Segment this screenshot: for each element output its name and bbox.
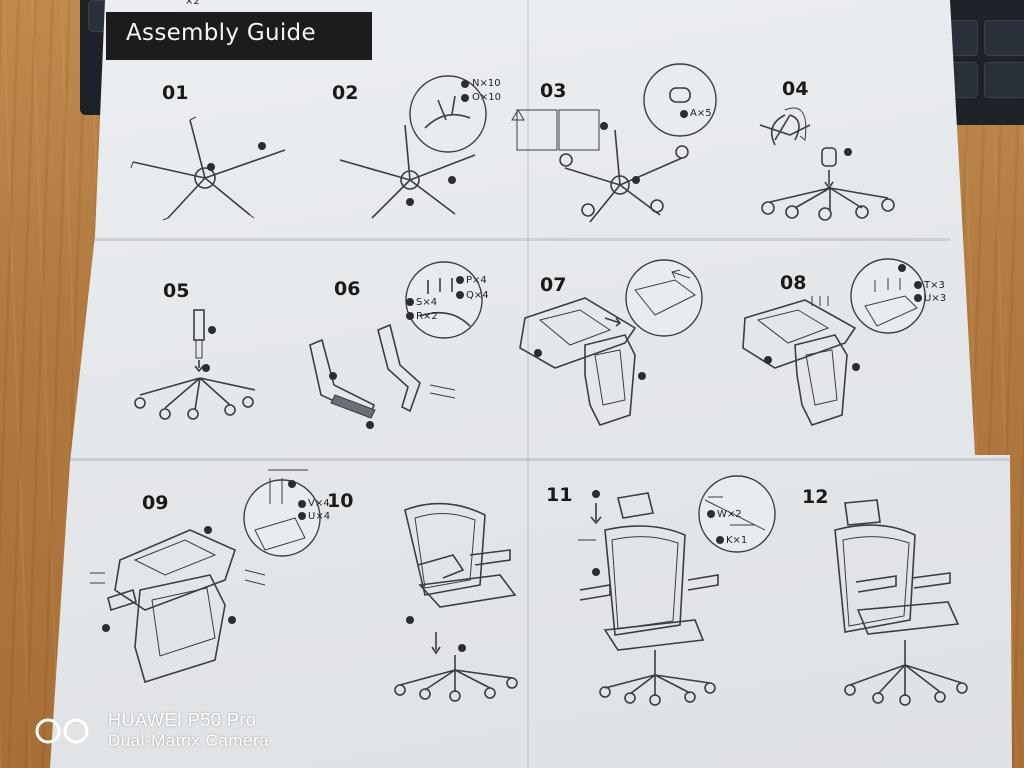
step-number-01: 01: [162, 82, 189, 104]
step-number-04: 04: [782, 78, 809, 100]
callout-step08-u: U×3: [924, 293, 947, 304]
step-number-12: 12: [802, 486, 829, 508]
watermark-camera: Dual-Matrix Camera: [108, 731, 270, 750]
callout-step06-q: Q×4: [466, 290, 489, 301]
finished-chair-step12-icon: [834, 499, 968, 706]
chair-on-base-step10-icon: [394, 502, 518, 702]
callout-step06-p: P×4: [466, 275, 487, 286]
step-number-06: 06: [334, 278, 361, 300]
callout-step03-a: A×5: [690, 108, 712, 119]
headrest-step11-icon: [578, 475, 776, 706]
base-flipped-step04-icon: [759, 107, 895, 221]
seat-armrest-step09-icon: [90, 469, 321, 684]
base-casters-step03-icon: [511, 63, 717, 223]
seat-back-screws-step08-icon: [742, 258, 926, 426]
horizontal-fold-lower: [60, 458, 1012, 461]
step-number-08: 08: [780, 272, 807, 294]
callout-step11-k: K×1: [726, 535, 748, 546]
camera-rings-icon: [35, 718, 89, 744]
guide-title: Assembly Guide: [126, 20, 316, 46]
callout-step02-o: O×10: [472, 92, 501, 103]
step-number-02: 02: [332, 82, 359, 104]
callout-step02-n: N×10: [472, 78, 501, 89]
callout-step06-r: R×2: [416, 311, 438, 322]
title-bar: [106, 12, 372, 60]
callout-step11-w: W×2: [717, 509, 742, 520]
callout-step08-t: T×3: [924, 280, 945, 291]
base-star-step02-icon: [339, 75, 487, 219]
top-edge-quantity: ×2: [185, 0, 200, 7]
callout-step06-s: S×4: [416, 297, 438, 308]
step-number-05: 05: [163, 280, 190, 302]
step-number-09: 09: [142, 492, 169, 514]
callout-step09-v: V×4: [308, 498, 330, 509]
armrests-step06-icon: [309, 261, 483, 429]
base-star-step01-icon: [130, 116, 286, 221]
vertical-fold: [527, 0, 529, 768]
horizontal-fold-upper: [90, 238, 950, 241]
seat-back-step07-icon: [519, 259, 703, 426]
step-number-07: 07: [540, 274, 567, 296]
step-number-03: 03: [540, 80, 567, 102]
step-number-10: 10: [327, 490, 354, 512]
callout-step09-u: U×4: [308, 511, 331, 522]
watermark-brand: HUAWEI P50 Pro: [108, 710, 257, 730]
gas-lift-step05-icon: [134, 309, 256, 420]
step-number-11: 11: [546, 484, 573, 506]
